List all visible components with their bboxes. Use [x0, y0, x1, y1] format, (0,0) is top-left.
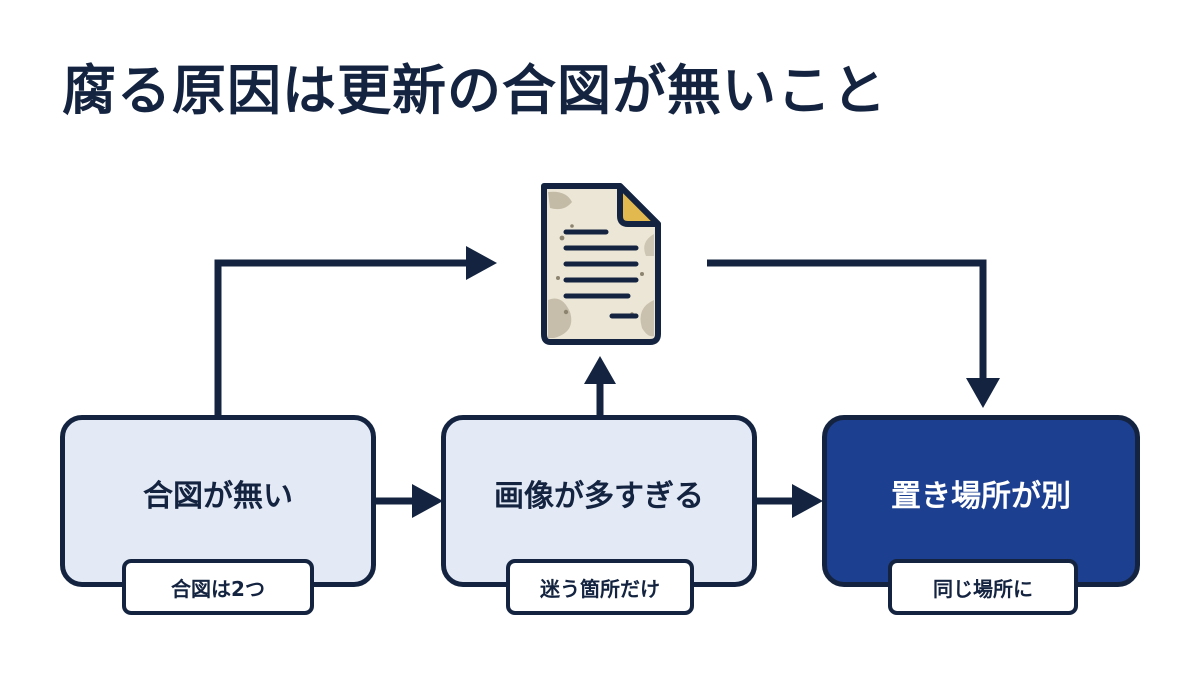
cause-label: 合図が無い [143, 479, 293, 514]
arrow-box1-to-box2 [376, 484, 443, 518]
solution-tag: 同じ場所に [888, 559, 1078, 615]
cause-label: 画像が多すぎる [494, 479, 704, 514]
arrow-document-to-box3 [707, 259, 1000, 408]
solution-tag: 合図は2つ [122, 559, 314, 615]
cause-box-separate-location: 置き場所が別 [822, 415, 1140, 587]
slide-title: 腐る原因は更新の合図が無いこと [62, 59, 887, 122]
cause-box-too-many-images: 画像が多すぎる [441, 415, 757, 587]
arrow-box2-to-document [584, 356, 616, 415]
stained-document-icon [541, 183, 661, 345]
arrow-to-document [214, 246, 497, 415]
solution-tag: 迷う箇所だけ [506, 559, 694, 615]
cause-label: 置き場所が別 [891, 479, 1071, 514]
arrow-box2-to-box3 [756, 484, 823, 518]
